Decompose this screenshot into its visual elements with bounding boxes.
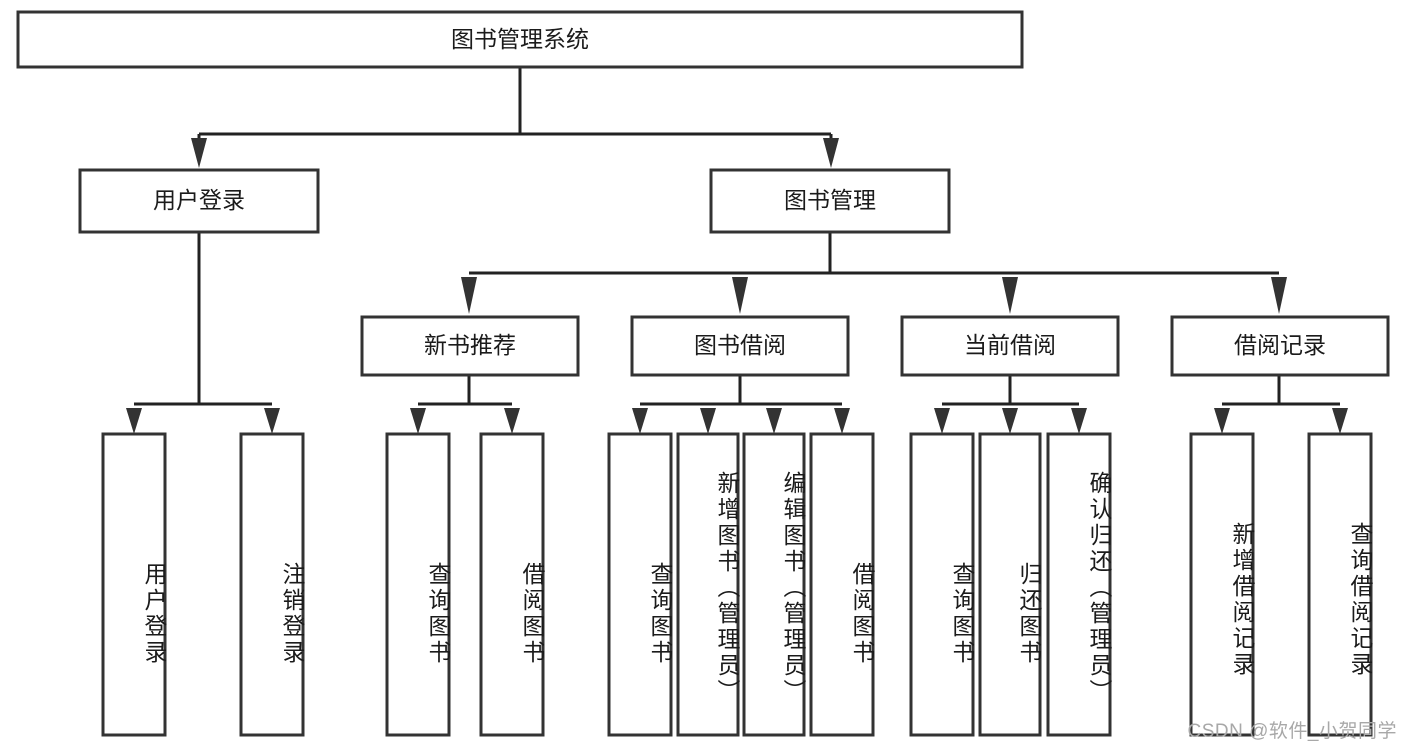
arrow-head-leaf-user-login <box>126 408 142 434</box>
node-box-leaf-cb-query-book[interactable] <box>909 432 975 737</box>
node-box-user-login[interactable] <box>78 168 320 234</box>
node-label-user-login: 用户登录 <box>153 187 245 213</box>
arrow-head-book-manage <box>823 138 839 168</box>
connector-book-borrow-to-leaves <box>632 376 850 434</box>
arrow-head-nb-leaf-2 <box>504 408 520 434</box>
arrow-head-book-borrow <box>732 277 748 314</box>
node-box-leaf-cb-confirm-return[interactable] <box>1046 432 1112 737</box>
node-box-root[interactable] <box>16 10 1024 69</box>
node-box-leaf-nb-borrow-book[interactable] <box>479 432 545 737</box>
connector-current-borrow-to-leaves <box>934 376 1087 434</box>
arrow-head-user-login <box>191 138 207 168</box>
node-box-leaf-bb-borrow-book[interactable] <box>809 432 875 737</box>
node-label-book-manage: 图书管理 <box>784 187 876 213</box>
connector-new-book-to-leaves <box>410 376 520 434</box>
arrow-head-borrow-record <box>1271 277 1287 314</box>
node-box-book-borrow[interactable] <box>630 315 850 377</box>
arrow-head-current-borrow <box>1002 277 1018 314</box>
watermark-text: CSDN @软件_小贺同学 <box>1187 721 1397 742</box>
connector-user-login-to-leaves <box>126 233 280 434</box>
arrow-head-cb-leaf-2 <box>1002 408 1018 434</box>
node-label-new-book-recommend: 新书推荐 <box>424 332 516 358</box>
node-box-book-manage[interactable] <box>709 168 951 234</box>
node-label-current-borrow: 当前借阅 <box>964 332 1056 358</box>
node-box-leaf-br-add-record[interactable] <box>1189 432 1255 737</box>
node-box-leaf-nb-query-book[interactable] <box>385 432 451 737</box>
connector-root-to-level2 <box>191 66 839 168</box>
node-box-borrow-record[interactable] <box>1170 315 1390 377</box>
arrow-head-bb-leaf-1 <box>632 408 648 434</box>
node-box-current-borrow[interactable] <box>900 315 1120 377</box>
node-label-book-borrow: 图书借阅 <box>694 332 786 358</box>
node-box-leaf-bb-add-book[interactable] <box>676 432 740 737</box>
node-box-leaf-cb-return-book[interactable] <box>978 432 1042 737</box>
node-box-leaf-user-login[interactable] <box>101 432 167 737</box>
node-label-root: 图书管理系统 <box>451 26 589 52</box>
arrow-head-new-book <box>461 277 477 314</box>
arrow-head-br-leaf-2 <box>1332 408 1348 434</box>
arrow-head-nb-leaf-1 <box>410 408 426 434</box>
arrow-head-bb-leaf-4 <box>834 408 850 434</box>
arrow-head-cb-leaf-3 <box>1071 408 1087 434</box>
arrow-head-bb-leaf-2 <box>700 408 716 434</box>
arrow-head-leaf-logout <box>264 408 280 434</box>
arrow-head-cb-leaf-1 <box>934 408 950 434</box>
node-label-borrow-record: 借阅记录 <box>1234 332 1326 358</box>
arrow-head-br-leaf-1 <box>1214 408 1230 434</box>
node-box-leaf-bb-query-book[interactable] <box>607 432 673 737</box>
arrow-head-bb-leaf-3 <box>766 408 782 434</box>
connector-borrow-record-to-leaves <box>1214 376 1348 434</box>
node-box-new-book-recommend[interactable] <box>360 315 580 377</box>
node-box-leaf-bb-edit-book[interactable] <box>742 432 806 737</box>
connector-level2-to-level3 <box>461 233 1287 314</box>
node-box-leaf-logout-login[interactable] <box>239 432 305 737</box>
node-box-leaf-br-query-record[interactable] <box>1307 432 1373 737</box>
